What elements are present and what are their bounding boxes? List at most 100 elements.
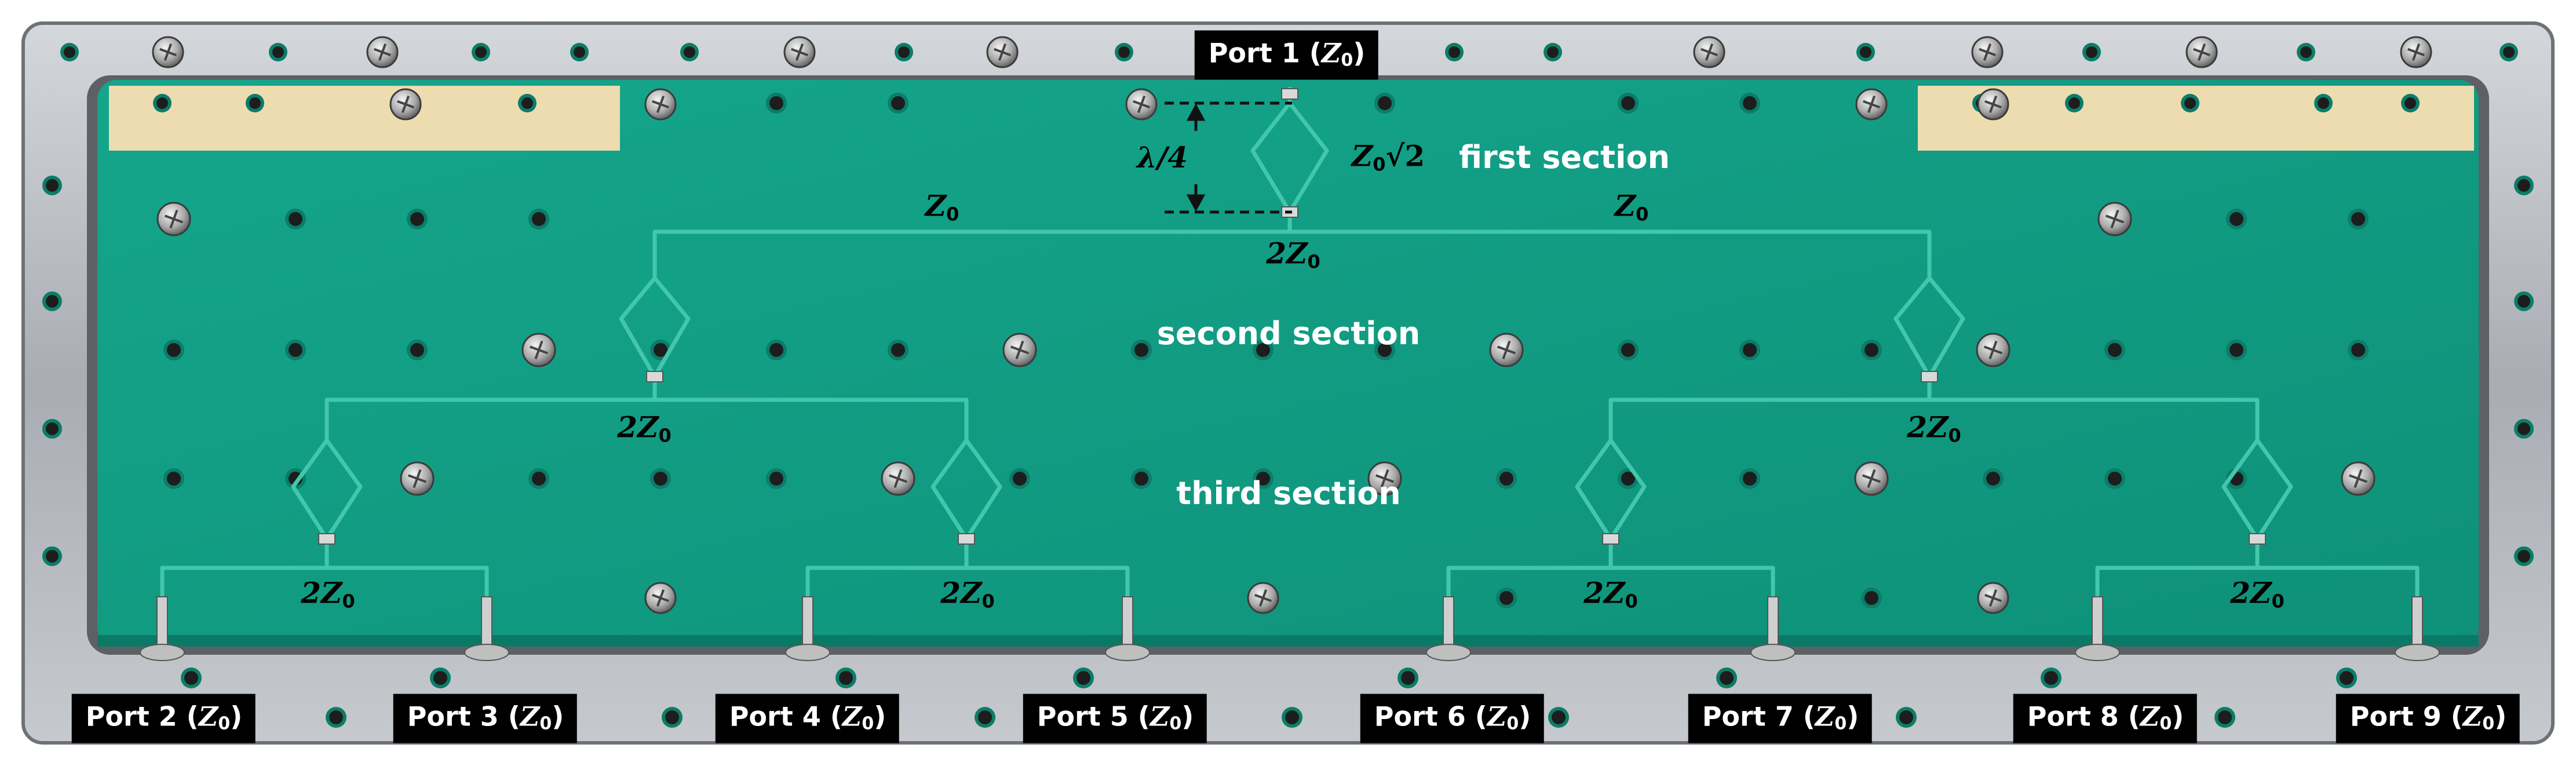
via-hole: [1253, 340, 1274, 360]
via-hole: [1131, 468, 1152, 489]
screw: [1489, 333, 1524, 367]
via-hole: [766, 340, 787, 360]
via-hole: [407, 209, 428, 229]
screw: [156, 202, 191, 236]
via-hole: [163, 340, 184, 360]
via-hole: [2336, 667, 2357, 688]
third-stage-4: [1929, 397, 2293, 541]
pcb-substrate: [97, 80, 2479, 647]
screw: [1971, 36, 2004, 68]
via-hole: [888, 93, 908, 114]
via-hole: [1496, 588, 1517, 608]
via-hole: [326, 707, 346, 728]
screw: [1002, 333, 1037, 367]
port-1-label: Port 1 (Z0): [1194, 30, 1378, 80]
sma-pin: [1750, 596, 1796, 661]
via-hole: [570, 43, 589, 61]
via-hole: [835, 667, 856, 688]
via-hole: [1544, 43, 1562, 61]
via-hole: [1115, 43, 1133, 61]
output-port-6: [1446, 539, 1613, 603]
via-hole: [1716, 667, 1737, 688]
third-section-label: third section: [1176, 475, 1401, 512]
sma-pins: [140, 596, 2440, 661]
via-hole: [246, 94, 264, 112]
via-hole: [2082, 43, 2101, 61]
isolation-resistor: [1921, 371, 1938, 382]
isolation-resistor: [2249, 533, 2266, 545]
via-hole: [662, 707, 683, 728]
via-hole: [42, 291, 62, 311]
via-hole: [1861, 340, 1882, 360]
screw: [366, 36, 399, 68]
port-6-label: Port 6 (Z0): [1360, 694, 1544, 743]
second-stage-right: [1290, 229, 1965, 379]
screw: [1125, 88, 1158, 121]
via-hole: [2104, 468, 2125, 489]
output-port-2: [160, 539, 329, 603]
isolation-resistor: [318, 533, 335, 545]
2z0-second-right-label: 2Z0: [1907, 410, 1961, 447]
output-port-7: [1611, 566, 1775, 603]
port-8-label: Port 8 (Z0): [2013, 694, 2197, 743]
via-hole: [888, 340, 908, 360]
via-hole: [1896, 707, 1917, 728]
screw: [2097, 202, 2132, 236]
via-hole: [2348, 340, 2369, 360]
screw: [152, 36, 184, 68]
via-hole: [1445, 43, 1464, 61]
sma-pin: [2395, 596, 2440, 661]
via-hole: [1253, 468, 1274, 489]
z0-left-label: Z0: [925, 188, 959, 225]
third-stage-2: [655, 397, 1002, 541]
via-hole: [518, 94, 537, 112]
frame-screws-sides: [42, 176, 2534, 566]
screw: [2341, 461, 2376, 496]
via-hole: [2514, 291, 2534, 311]
isolation-resistor: [1281, 88, 1298, 100]
via-hole: [2297, 43, 2315, 61]
via-hole: [2041, 667, 2061, 688]
screw: [1855, 88, 1888, 121]
copper-pad-left: [109, 86, 620, 151]
isolation-resistor: [1602, 533, 1619, 545]
second-section-label: second section: [1156, 315, 1421, 352]
via-hole: [1739, 468, 1760, 489]
sma-pin: [1105, 596, 1150, 661]
via-hole: [1618, 93, 1639, 114]
port-5-label: Port 5 (Z0): [1023, 694, 1207, 743]
output-port-5: [966, 566, 1130, 603]
frame-screws-top: [60, 36, 2518, 68]
isolation-resistor: [958, 533, 975, 545]
via-hole: [1983, 468, 2004, 489]
first-section-label: first section: [1458, 139, 1670, 176]
sma-pin: [2075, 596, 2120, 661]
via-hole: [430, 667, 451, 688]
via-hole: [2514, 546, 2534, 566]
screw: [1367, 461, 1402, 496]
sma-pin: [464, 596, 509, 661]
output-port-9: [2257, 566, 2420, 603]
screw: [986, 36, 1019, 68]
via-hole: [1548, 707, 1569, 728]
third-stage-3: [1575, 377, 1932, 541]
via-hole: [975, 707, 995, 728]
2z0-first-label: 2Z0: [1266, 236, 1320, 273]
via-hole: [1861, 588, 1882, 608]
via-hole: [285, 340, 306, 360]
via-hole: [2514, 176, 2534, 195]
port-7-label: Port 7 (Z0): [1688, 694, 1872, 743]
via-holes: [153, 88, 2420, 614]
via-hole: [1073, 667, 1094, 688]
via-hole: [407, 340, 428, 360]
via-hole: [528, 209, 549, 229]
via-hole: [2226, 209, 2247, 229]
2z0-third-2-label: 2Z0: [940, 575, 995, 612]
via-hole: [2500, 43, 2518, 61]
via-hole: [2514, 419, 2534, 439]
screw: [2185, 36, 2218, 68]
screw: [644, 582, 677, 614]
via-hole: [2214, 707, 2235, 728]
sma-pin: [140, 596, 185, 661]
